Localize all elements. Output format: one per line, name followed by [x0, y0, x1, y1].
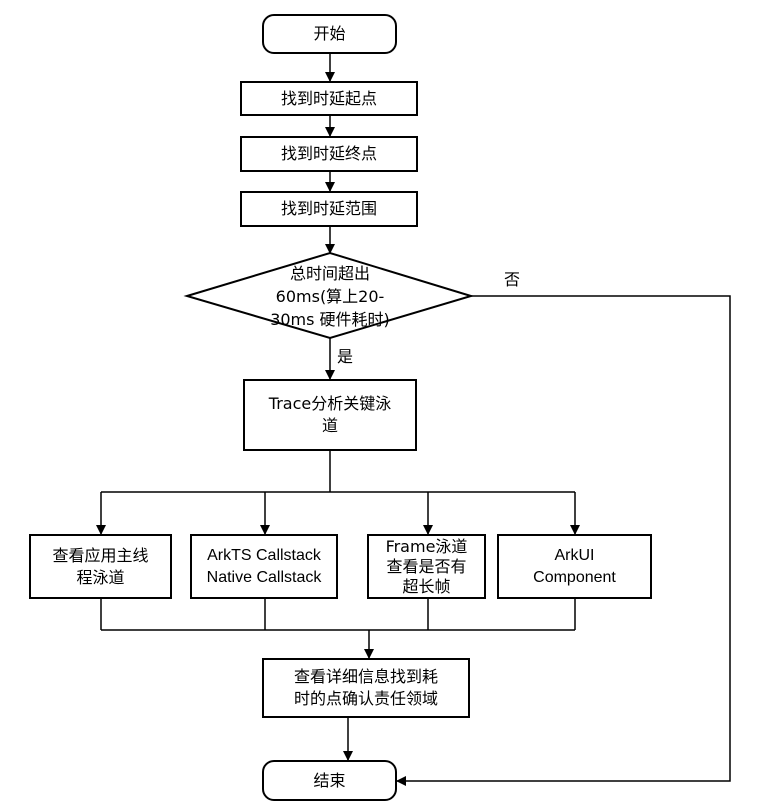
detail-box: 查看详细信息找到耗 时的点确认责任领域 [262, 658, 470, 718]
frame-line-3: 超长帧 [402, 576, 451, 596]
decision-line-3: 30ms 硬件耗时) [270, 310, 390, 329]
decision-text: 总时间超出 60ms(算上20- 30ms 硬件耗时) [250, 262, 410, 331]
decision-line-2: 60ms(算上20- [275, 287, 385, 306]
decision-line-1: 总时间超出 [289, 264, 370, 283]
start-node: 开始 [262, 14, 397, 54]
arkui-component-box: ArkUI Component [497, 534, 652, 599]
callstack-box: ArkTS Callstack Native Callstack [190, 534, 338, 599]
trace-line-2: 道 [321, 416, 338, 435]
arrow-decision-no-to-end [396, 295, 731, 786]
trace-analysis-box: Trace分析关键泳 道 [243, 379, 417, 451]
main-thread-lane-box: 查看应用主线 程泳道 [29, 534, 172, 599]
callstack-line-1: ArkTS Callstack [207, 546, 321, 564]
frame-line-2: 查看是否有 [386, 556, 467, 576]
arkui-line-1: ArkUI [554, 546, 595, 564]
arkui-line-2: Component [533, 568, 616, 586]
detail-line-1: 查看详细信息找到耗 [293, 667, 438, 686]
find-latency-start-box: 找到时延起点 [240, 81, 418, 116]
frame-line-1: Frame泳道 [385, 536, 468, 556]
main-thread-line-1: 查看应用主线 [52, 545, 149, 565]
find-latency-range-box: 找到时延范围 [240, 191, 418, 227]
frame-lane-box: Frame泳道 查看是否有 超长帧 [367, 534, 486, 599]
no-label: 否 [504, 270, 521, 289]
detail-line-2: 时的点确认责任领域 [293, 689, 438, 708]
trace-line-1: Trace分析关键泳 [268, 394, 392, 413]
end-node: 结束 [262, 760, 397, 801]
find-latency-end-box: 找到时延终点 [240, 136, 418, 172]
callstack-line-2: Native Callstack [206, 568, 322, 586]
decision-diamond [183, 251, 475, 340]
yes-label: 是 [337, 347, 354, 366]
main-thread-line-2: 程泳道 [76, 567, 125, 587]
